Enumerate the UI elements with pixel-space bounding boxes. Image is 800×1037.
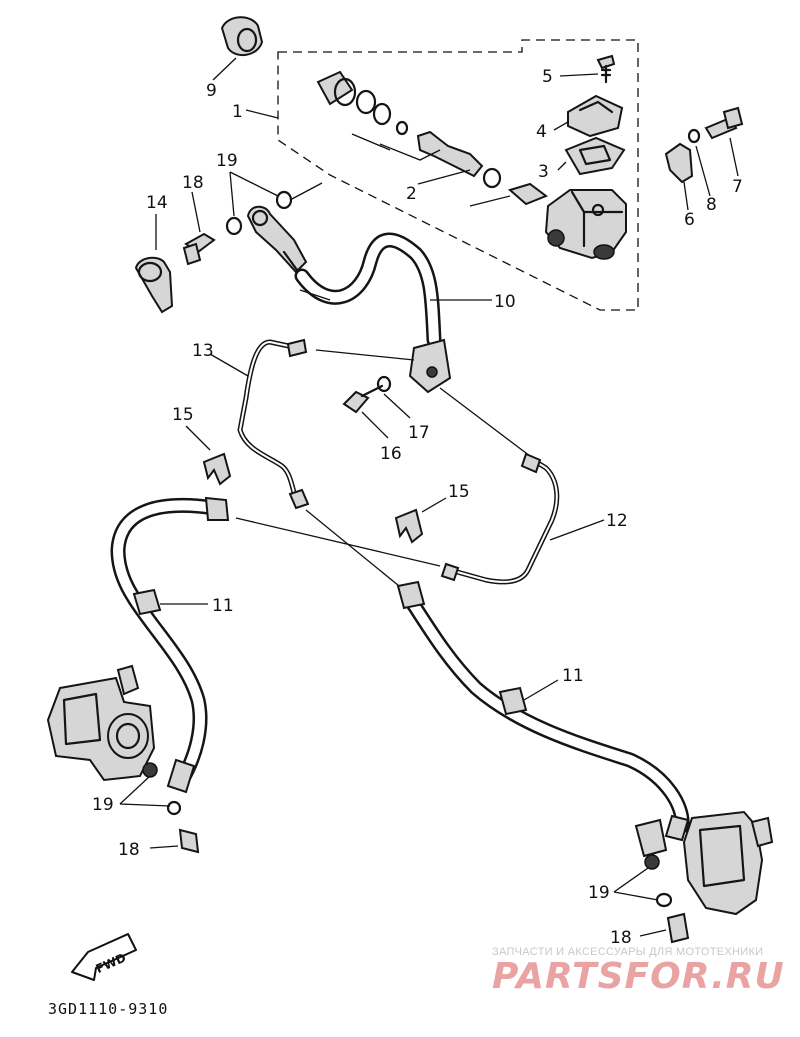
callout-17: 17 xyxy=(408,423,430,443)
holder-bolt-part xyxy=(704,106,744,177)
caliper-bolt-right xyxy=(639,912,690,944)
washer-leaders-right xyxy=(613,867,659,901)
diaphragm-part xyxy=(564,136,626,176)
hose-clip-right xyxy=(394,497,447,544)
callout-3: 3 xyxy=(538,162,549,182)
piston-kit-part xyxy=(316,70,502,189)
left-lower-hose xyxy=(110,496,230,794)
alignment-lines xyxy=(235,182,531,591)
pivot-cap-part xyxy=(212,16,264,81)
callout-1: 1 xyxy=(232,102,243,122)
callout-15-right: 15 xyxy=(448,482,470,502)
callout-14: 14 xyxy=(146,193,168,213)
left-brake-pipe xyxy=(209,338,310,510)
callout-4: 4 xyxy=(536,122,547,142)
brake-lever-part xyxy=(134,214,174,314)
left-brake-caliper xyxy=(46,664,182,816)
watermark-brand: PARTSFOR.RU xyxy=(492,956,785,997)
callout-8: 8 xyxy=(706,195,717,215)
callout-leaders-top xyxy=(245,73,599,171)
callout-19-upper: 19 xyxy=(216,151,238,171)
joint-bolt-part xyxy=(342,384,389,439)
catalog-code: 3GD1110-9310 xyxy=(48,1000,168,1018)
callout-11-left: 11 xyxy=(212,596,234,616)
callout-5: 5 xyxy=(542,67,553,87)
right-brake-caliper xyxy=(634,810,774,916)
callout-12: 12 xyxy=(606,511,628,531)
callout-10: 10 xyxy=(494,292,516,312)
callout-18-left: 18 xyxy=(118,840,140,860)
callout-18-upper: 18 xyxy=(182,173,204,193)
cap-screw-part xyxy=(596,54,616,84)
forward-direction-arrow: FWD xyxy=(71,933,137,981)
joint-washer-part xyxy=(376,375,411,419)
master-cylinder-body xyxy=(544,189,627,260)
callout-2: 2 xyxy=(406,184,417,204)
callout-18-right: 18 xyxy=(610,928,632,948)
hose-clip-left xyxy=(185,425,232,486)
caliper-bolt-left xyxy=(149,828,200,854)
callout-19-right: 19 xyxy=(588,883,610,903)
callout-16: 16 xyxy=(380,444,402,464)
reservoir-cap-part xyxy=(567,94,624,138)
callout-13: 13 xyxy=(192,341,214,361)
union-bolt-upper xyxy=(182,191,216,266)
callout-15-left: 15 xyxy=(172,405,194,425)
washer-leaders-left xyxy=(119,775,171,807)
master-cylinder-assembly-outline xyxy=(277,39,639,311)
right-brake-pipe xyxy=(440,452,605,585)
callout-7: 7 xyxy=(732,177,743,197)
banjo-bolt-upper xyxy=(469,182,549,207)
callout-19-left: 19 xyxy=(92,795,114,815)
three-way-joint xyxy=(408,338,452,394)
washer-part-upper xyxy=(687,128,711,197)
callout-11-right: 11 xyxy=(562,666,584,686)
callout-6: 6 xyxy=(684,210,695,230)
upper-brake-hose xyxy=(294,232,492,348)
lever-holder-part xyxy=(664,142,694,211)
watermark: ЗАПЧАСТИ И АКСЕССУАРЫ ДЛЯ МОТОТЕХНИКИ PA… xyxy=(492,946,785,997)
right-lower-hose xyxy=(396,580,690,842)
callout-9: 9 xyxy=(206,81,217,101)
watermark-caption: ЗАПЧАСТИ И АКСЕССУАРЫ ДЛЯ МОТОТЕХНИКИ xyxy=(492,946,763,958)
